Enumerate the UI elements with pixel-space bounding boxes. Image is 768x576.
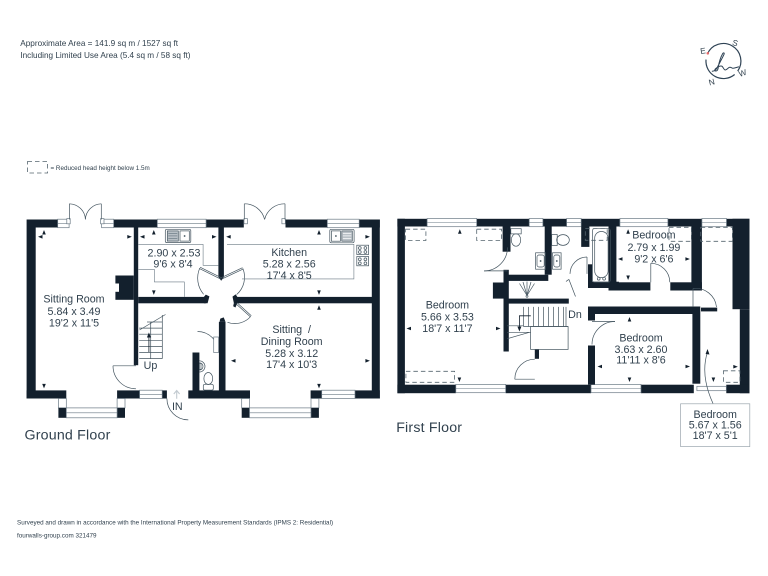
svg-text:9'2 x 6'6: 9'2 x 6'6 — [634, 253, 673, 265]
svg-text:2.79 x 1.99: 2.79 x 1.99 — [627, 242, 680, 254]
svg-text:2.90 x 2.53: 2.90 x 2.53 — [148, 247, 201, 259]
svg-text:17'4 x 10'3: 17'4 x 10'3 — [266, 359, 317, 371]
svg-text:E: E — [700, 46, 707, 56]
svg-text:17'4 x 8'5: 17'4 x 8'5 — [267, 270, 312, 282]
svg-text:18'7 x 11'7: 18'7 x 11'7 — [422, 323, 472, 335]
svg-text:Including Limited Use Area (5.: Including Limited Use Area (5.4 sq m / 5… — [20, 51, 190, 60]
svg-text:Surveyed and drawn in accordan: Surveyed and drawn in accordance with th… — [17, 520, 333, 527]
svg-text:IN: IN — [172, 401, 183, 413]
svg-text:5.67 x 1.56: 5.67 x 1.56 — [689, 420, 742, 432]
svg-text:S: S — [731, 38, 739, 48]
svg-text:fourwalls-group.com 321479: fourwalls-group.com 321479 — [17, 533, 97, 540]
svg-text:Up: Up — [144, 360, 158, 372]
svg-text:9'6 x 8'4: 9'6 x 8'4 — [153, 259, 192, 271]
svg-text:Sitting /: Sitting / — [272, 324, 311, 336]
svg-text:Bedroom: Bedroom — [632, 230, 675, 242]
svg-text:Bedroom: Bedroom — [694, 409, 737, 421]
svg-text:Bedroom: Bedroom — [426, 299, 469, 311]
svg-text:Dn: Dn — [568, 309, 582, 321]
svg-text:18'7 x 5'1: 18'7 x 5'1 — [693, 430, 738, 442]
svg-text:Bedroom: Bedroom — [619, 332, 662, 344]
svg-text:5.84 x 3.49: 5.84 x 3.49 — [48, 306, 101, 318]
svg-text:Dining Room: Dining Room — [261, 336, 323, 348]
svg-text:11'11 x 8'6: 11'11 x 8'6 — [616, 354, 665, 366]
svg-text:Kitchen: Kitchen — [271, 247, 307, 259]
svg-text:= Reduced head height below 1.: = Reduced head height below 1.5m — [51, 165, 150, 172]
svg-text:N: N — [708, 77, 716, 87]
svg-text:3.63 x 2.60: 3.63 x 2.60 — [615, 344, 668, 356]
svg-text:19'2 x 11'5: 19'2 x 11'5 — [49, 318, 99, 330]
svg-text:Ground Floor: Ground Floor — [25, 428, 111, 444]
svg-text:Sitting Room: Sitting Room — [43, 293, 104, 305]
svg-text:5.28 x 2.56: 5.28 x 2.56 — [263, 259, 316, 271]
svg-text:First Floor: First Floor — [396, 420, 462, 436]
svg-text:5.66 x 3.53: 5.66 x 3.53 — [421, 312, 474, 324]
svg-text:W: W — [738, 68, 748, 79]
svg-text:Approximate Area = 141.9 sq m: Approximate Area = 141.9 sq m / 1527 sq … — [20, 39, 178, 48]
svg-text:5.28 x 3.12: 5.28 x 3.12 — [265, 348, 318, 360]
